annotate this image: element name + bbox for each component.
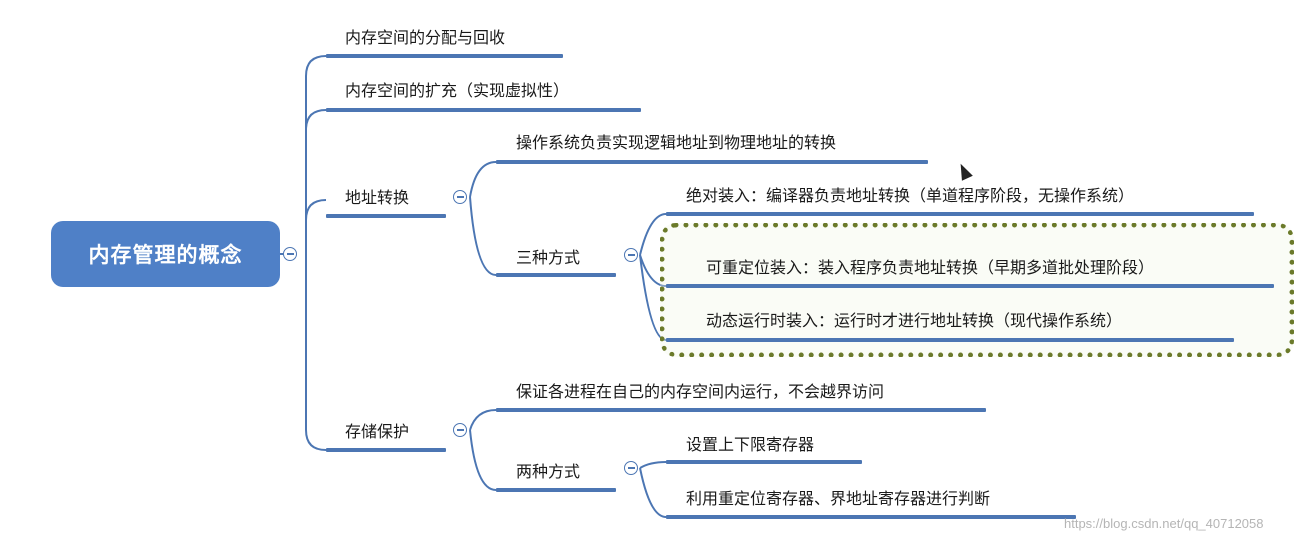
node-bound-registers[interactable]: 设置上下限寄存器 [686, 435, 815, 454]
underline [666, 460, 862, 464]
collapse-icon[interactable] [453, 423, 467, 437]
underline [326, 448, 446, 452]
underline [666, 212, 1254, 216]
node-address-translation[interactable]: 地址转换 [345, 188, 410, 207]
node-three-methods[interactable]: 三种方式 [516, 248, 581, 267]
watermark: https://blog.csdn.net/qq_40712058 [1064, 516, 1264, 531]
underline [326, 108, 641, 112]
node-addr-desc[interactable]: 操作系统负责实现逻辑地址到物理地址的转换 [516, 133, 837, 152]
collapse-icon[interactable] [283, 247, 297, 261]
highlight-box [660, 223, 1294, 357]
collapse-icon[interactable] [624, 248, 638, 262]
underline [496, 273, 616, 277]
root-node[interactable]: 内存管理的概念 [51, 221, 280, 287]
underline [326, 54, 563, 58]
underline [666, 515, 1076, 519]
node-expand[interactable]: 内存空间的扩充（实现虚拟性） [345, 81, 570, 100]
node-absolute-load[interactable]: 绝对装入：编译器负责地址转换（单道程序阶段，无操作系统） [686, 186, 1135, 205]
underline [666, 338, 1234, 342]
node-protect-desc[interactable]: 保证各进程在自己的内存空间内运行，不会越界访问 [516, 382, 885, 401]
underline [666, 284, 1274, 288]
node-dynamic-load[interactable]: 动态运行时装入：运行时才进行地址转换（现代操作系统） [706, 311, 1123, 330]
underline [496, 488, 616, 492]
node-two-methods[interactable]: 两种方式 [516, 462, 581, 481]
root-label: 内存管理的概念 [88, 243, 243, 267]
node-relocatable-load[interactable]: 可重定位装入：装入程序负责地址转换（早期多道批处理阶段） [706, 258, 1155, 277]
underline [326, 214, 446, 218]
underline [496, 160, 928, 164]
node-relocation-registers[interactable]: 利用重定位寄存器、界地址寄存器进行判断 [686, 489, 991, 508]
node-storage-protection[interactable]: 存储保护 [345, 422, 410, 441]
collapse-icon[interactable] [624, 461, 638, 475]
collapse-icon[interactable] [453, 190, 467, 204]
underline [496, 408, 986, 412]
node-alloc[interactable]: 内存空间的分配与回收 [345, 28, 506, 47]
